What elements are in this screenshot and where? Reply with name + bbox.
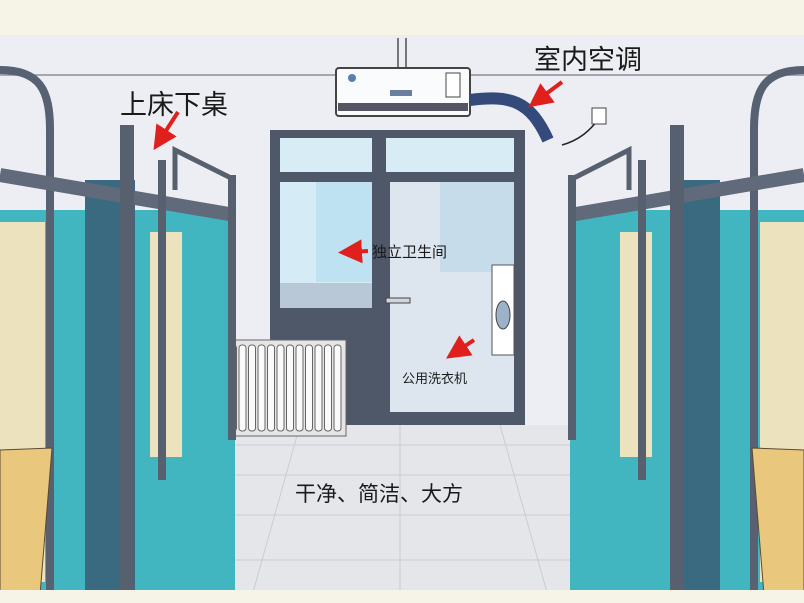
radiator-fin	[248, 344, 256, 432]
radiator-fin	[238, 344, 247, 432]
right-bunk-bed	[568, 66, 804, 596]
radiator-fin	[257, 344, 266, 432]
radiator-fin	[314, 344, 323, 432]
bunk-arrow-icon	[153, 110, 180, 151]
radiator-fin	[305, 344, 313, 432]
bathroom-label: 独立卫生间	[372, 243, 448, 261]
washer-arrow-icon	[446, 335, 476, 359]
air-conditioner	[335, 38, 607, 146]
radiator-fin	[324, 344, 332, 432]
radiator	[215, 339, 347, 437]
radiator-fin	[267, 344, 275, 432]
ac-arrow-icon	[528, 80, 564, 108]
radiator-fin	[276, 344, 285, 432]
left-bunk-bed	[0, 66, 237, 596]
bunk-label: 上床下桌	[120, 90, 228, 121]
radiator-fin	[286, 344, 294, 432]
ac-label: 室内空调	[534, 45, 642, 76]
slogan-text: 干净、简洁、大方	[295, 482, 463, 506]
bathroom-arrow-icon	[338, 239, 369, 264]
radiator-fin	[295, 344, 304, 432]
radiator-fin	[333, 344, 342, 432]
washer-label: 公用洗衣机	[402, 372, 468, 387]
